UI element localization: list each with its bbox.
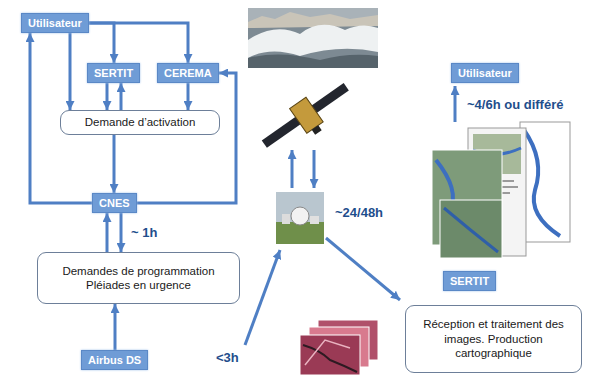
satellite-picture <box>256 75 359 162</box>
flow-arrow <box>113 135 116 193</box>
organisation-box: SERTIT <box>443 271 496 291</box>
timing-label: <3h <box>214 350 241 365</box>
satellite-picture <box>312 125 322 135</box>
flow-arrow <box>137 73 236 203</box>
storm-photo <box>248 25 378 58</box>
flow-arrow <box>89 23 188 63</box>
satellite-link-arrows <box>292 150 314 188</box>
process-box: Demandes de programmation Pléiades en ur… <box>37 252 240 304</box>
ground-station-photo <box>291 207 309 225</box>
organisation-box: CNES <box>92 193 137 213</box>
map-products <box>444 208 498 252</box>
box-label: CNES <box>99 197 130 209</box>
satellite-picture <box>256 75 359 162</box>
organisation-box: CEREMA <box>157 63 219 83</box>
process-box: Réception et traitement des images. Prod… <box>405 305 582 373</box>
organisation-box: Utilisateur <box>451 63 519 83</box>
timing-label: ~24/48h <box>333 205 385 220</box>
ground-station-photo <box>310 216 319 224</box>
ground-station-photo <box>282 214 290 224</box>
organisation-box: SERTIT <box>87 63 140 83</box>
box-label: SERTIT <box>450 275 489 287</box>
ground-station-photo <box>276 192 324 244</box>
flow-arrow <box>89 23 114 63</box>
image-stack <box>305 340 350 365</box>
box-label: Demandes de programmation Pléiades en ur… <box>46 264 231 293</box>
flow-arrow <box>120 213 123 252</box>
box-label: Demande d’activation <box>69 115 211 129</box>
box-label: CEREMA <box>164 67 212 79</box>
map-products <box>520 122 570 242</box>
satellite-link-arrows <box>291 150 294 188</box>
flow-arrow <box>106 213 109 252</box>
storm-photo <box>248 8 378 68</box>
box-label: Utilisateur <box>28 17 82 29</box>
flow-arrow <box>187 83 190 110</box>
flow-arrow <box>106 83 109 110</box>
timing-label: ~ 1h <box>129 225 159 240</box>
flow-arrow <box>120 83 123 110</box>
flow-arrows <box>326 238 400 300</box>
image-stack <box>300 335 360 375</box>
map-products <box>432 122 570 258</box>
flow-arrows <box>454 86 457 122</box>
ground-station-photo <box>276 192 324 244</box>
flow-arrow <box>69 33 72 110</box>
storm-photo <box>248 12 378 28</box>
box-label: Airbus DS <box>88 354 141 366</box>
storm-photo <box>248 54 378 68</box>
satellite-link-arrows <box>313 150 316 188</box>
map-products <box>524 130 560 236</box>
organisation-box: Airbus DS <box>81 350 148 370</box>
timing-label: ~4/6h ou différé <box>465 97 565 112</box>
satellite-picture <box>262 83 349 148</box>
storm-photo <box>248 8 378 68</box>
box-label: Utilisateur <box>458 67 512 79</box>
organisation-box: Utilisateur <box>21 13 89 33</box>
process-box: Demande d’activation <box>60 110 220 135</box>
flow-arrow <box>114 304 117 350</box>
image-stack <box>300 320 378 375</box>
box-label: SERTIT <box>94 67 133 79</box>
flow-arrows <box>245 250 280 345</box>
box-label: Réception et traitement des images. Prod… <box>414 317 573 360</box>
map-products <box>440 200 502 258</box>
